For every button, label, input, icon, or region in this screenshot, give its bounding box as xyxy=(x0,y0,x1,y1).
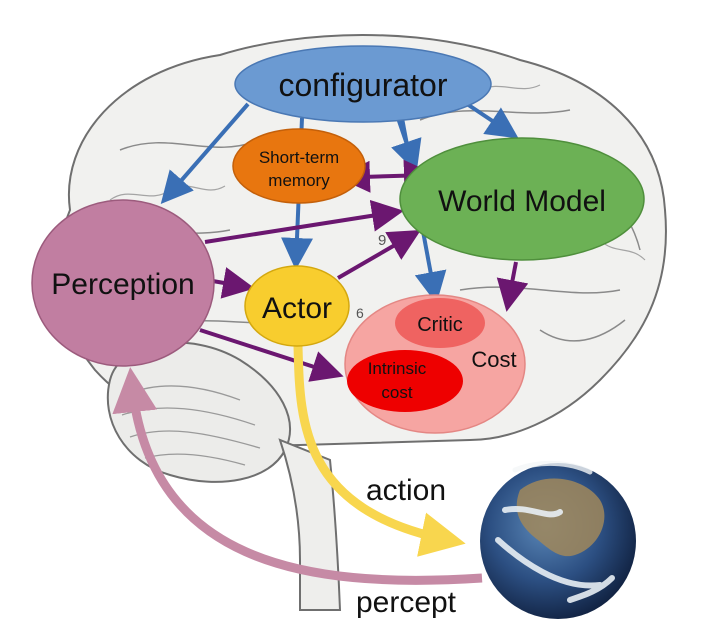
short-term-memory-module: Short-term memory xyxy=(232,128,366,204)
perception-label: Perception xyxy=(51,268,194,301)
cost-module: Critic Intrinsic cost Cost xyxy=(344,294,526,434)
svg-text:6: 6 xyxy=(356,305,364,321)
critic-module xyxy=(395,298,485,348)
action-arrow xyxy=(293,345,466,557)
cost-label: Cost xyxy=(471,347,516,372)
short-term-memory-label-line2: memory xyxy=(268,171,330,190)
percept-arrow xyxy=(112,367,483,585)
world-model-label: World Model xyxy=(438,185,606,218)
earth-image xyxy=(480,460,636,619)
configurator-module: configurator xyxy=(234,45,492,123)
intrinsic-cost-module xyxy=(347,350,463,412)
short-term-memory-label-line1: Short-term xyxy=(259,148,339,167)
world-model-module: World Model xyxy=(399,137,645,261)
svg-text:9: 9 xyxy=(378,232,386,249)
action-label: action xyxy=(366,474,446,507)
critic-label: Critic xyxy=(417,314,463,336)
perception-module: Perception xyxy=(31,199,215,367)
actor-label: Actor xyxy=(262,292,332,325)
intrinsic-cost-label-line2: cost xyxy=(381,383,412,402)
dataflow-arrows xyxy=(199,159,529,382)
actor-module: Actor xyxy=(244,265,350,347)
configurator-label: configurator xyxy=(279,67,448,103)
intrinsic-cost-label-line1: Intrinsic xyxy=(368,359,427,378)
percept-label: percept xyxy=(356,586,457,619)
